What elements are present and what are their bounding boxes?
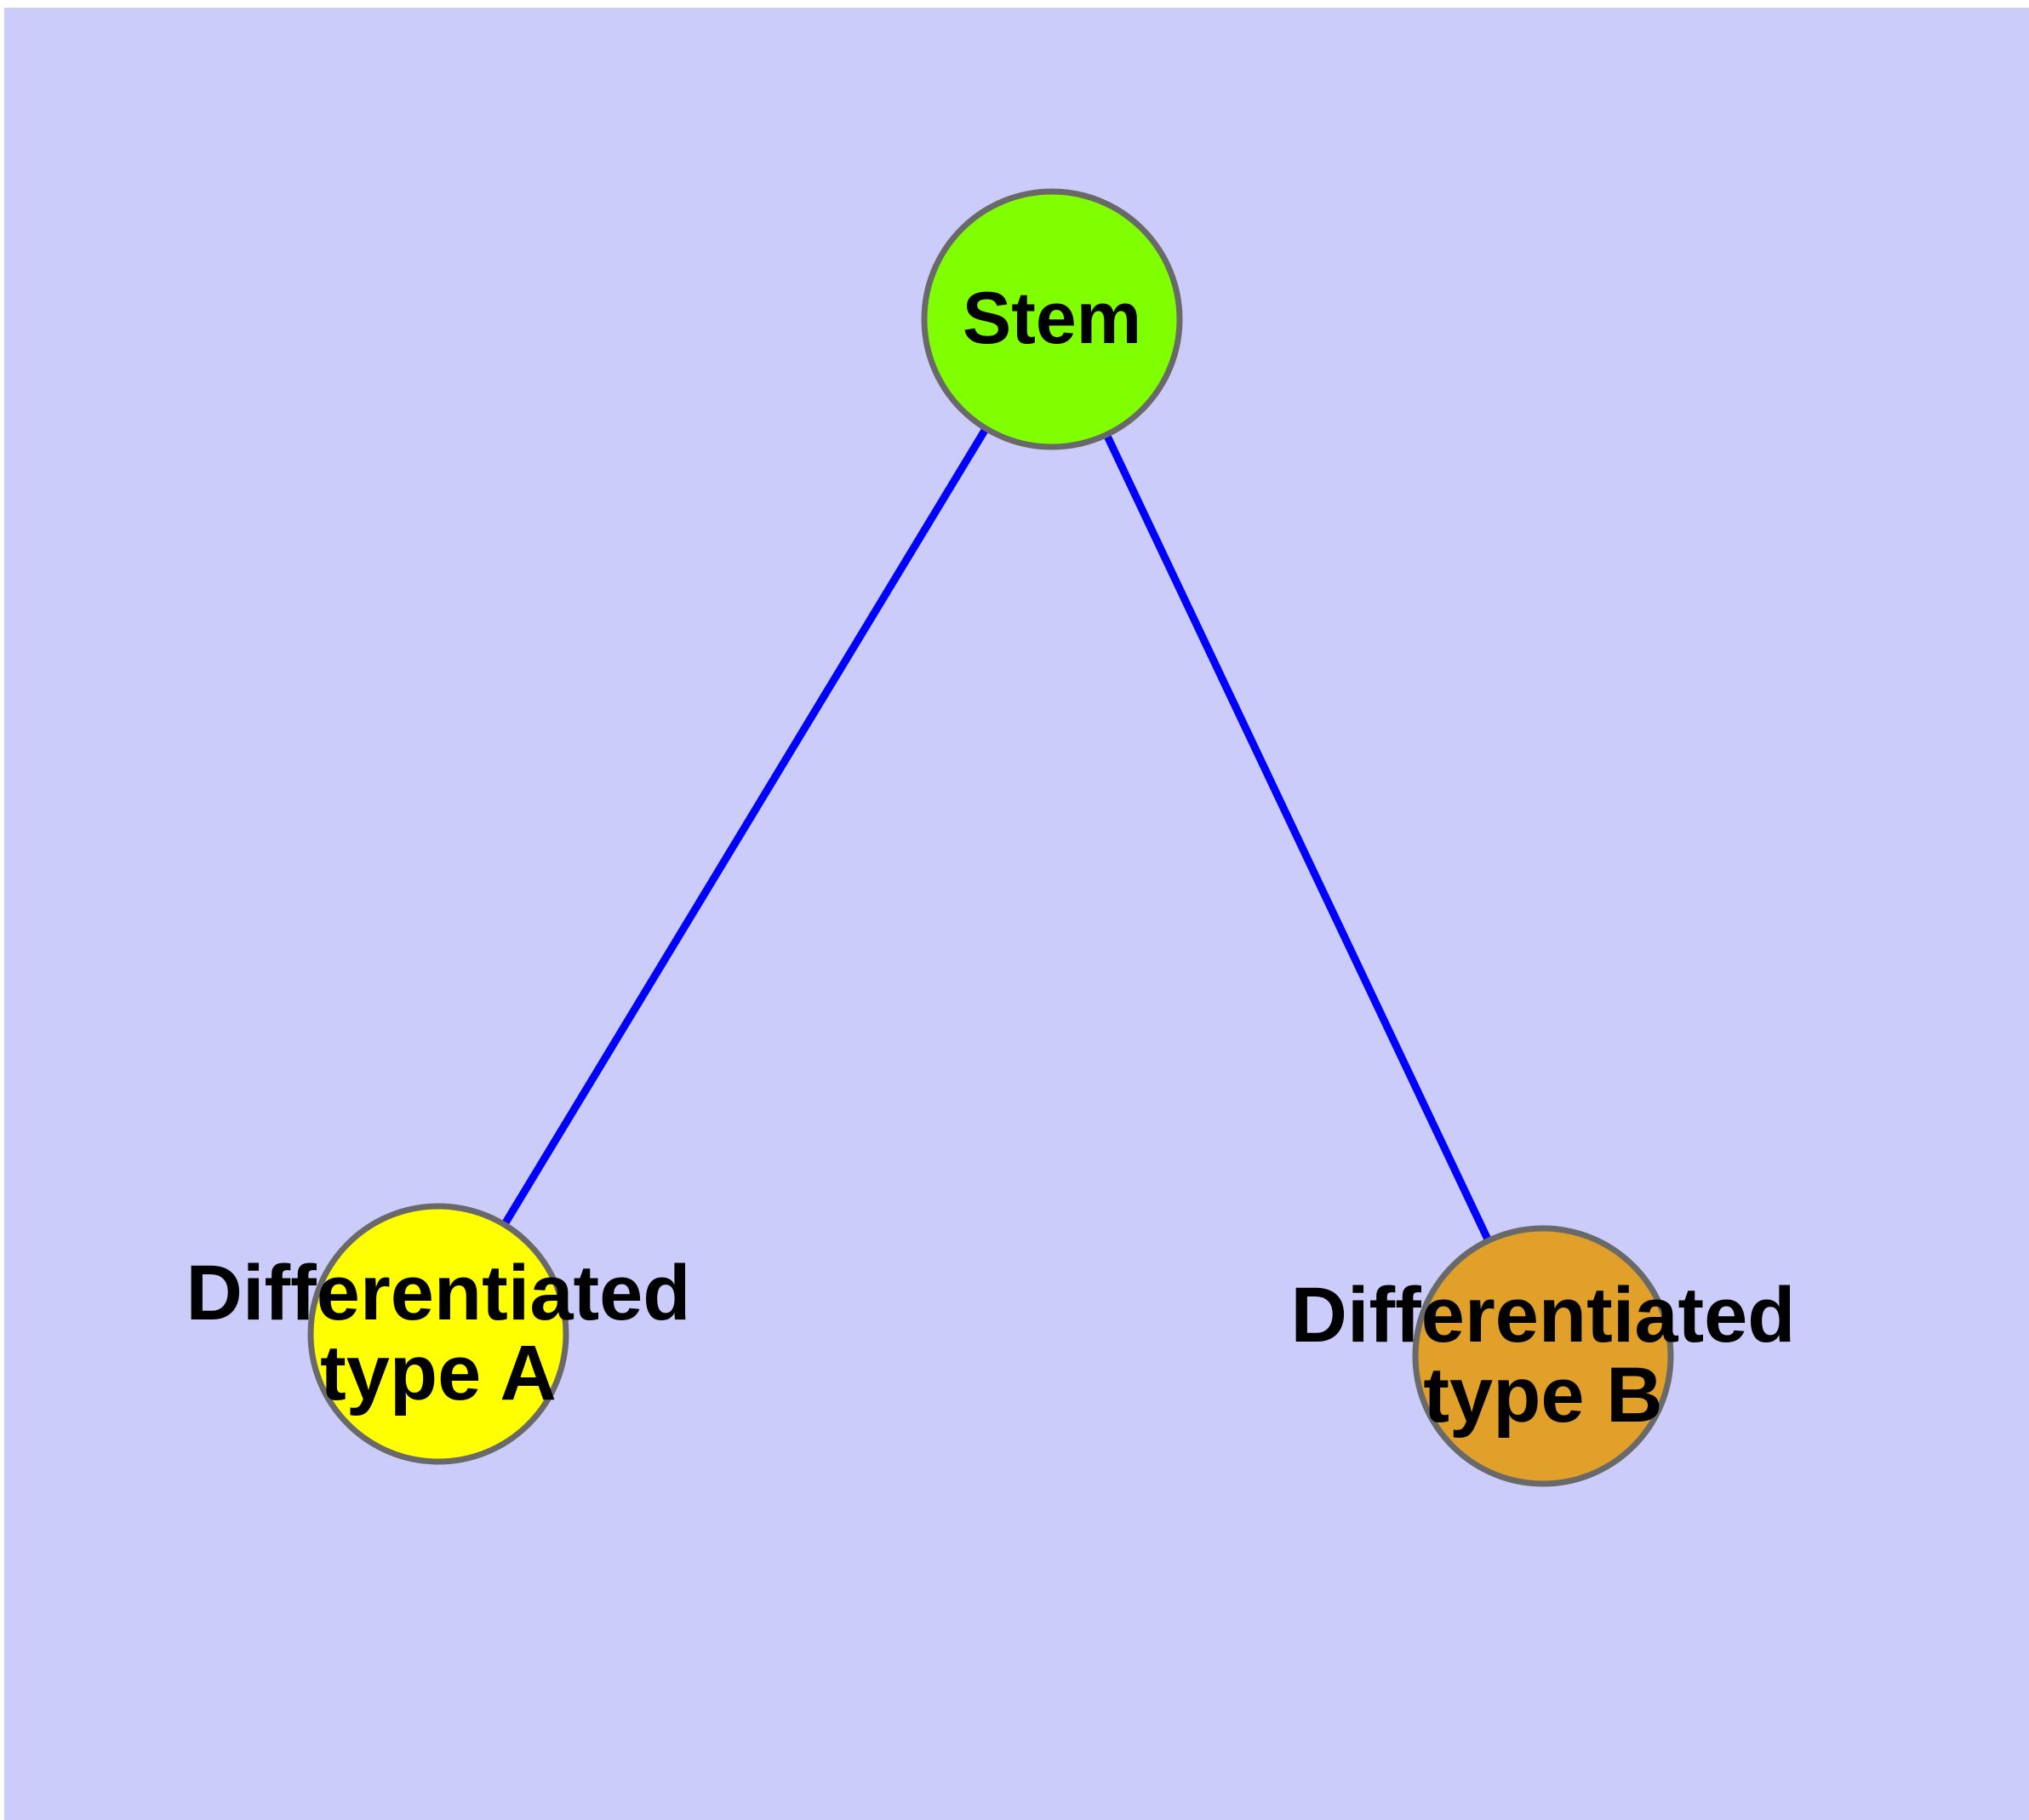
- graph-edge: [1048, 318, 1547, 1358]
- graph-node-stem[interactable]: [921, 188, 1183, 450]
- edge-layer: [435, 317, 1547, 1358]
- graph-node-diff_b[interactable]: [1412, 1225, 1674, 1487]
- graph-node-diff_a[interactable]: [307, 1203, 569, 1465]
- graph-edge: [435, 317, 1055, 1336]
- node-layer: [307, 188, 1674, 1487]
